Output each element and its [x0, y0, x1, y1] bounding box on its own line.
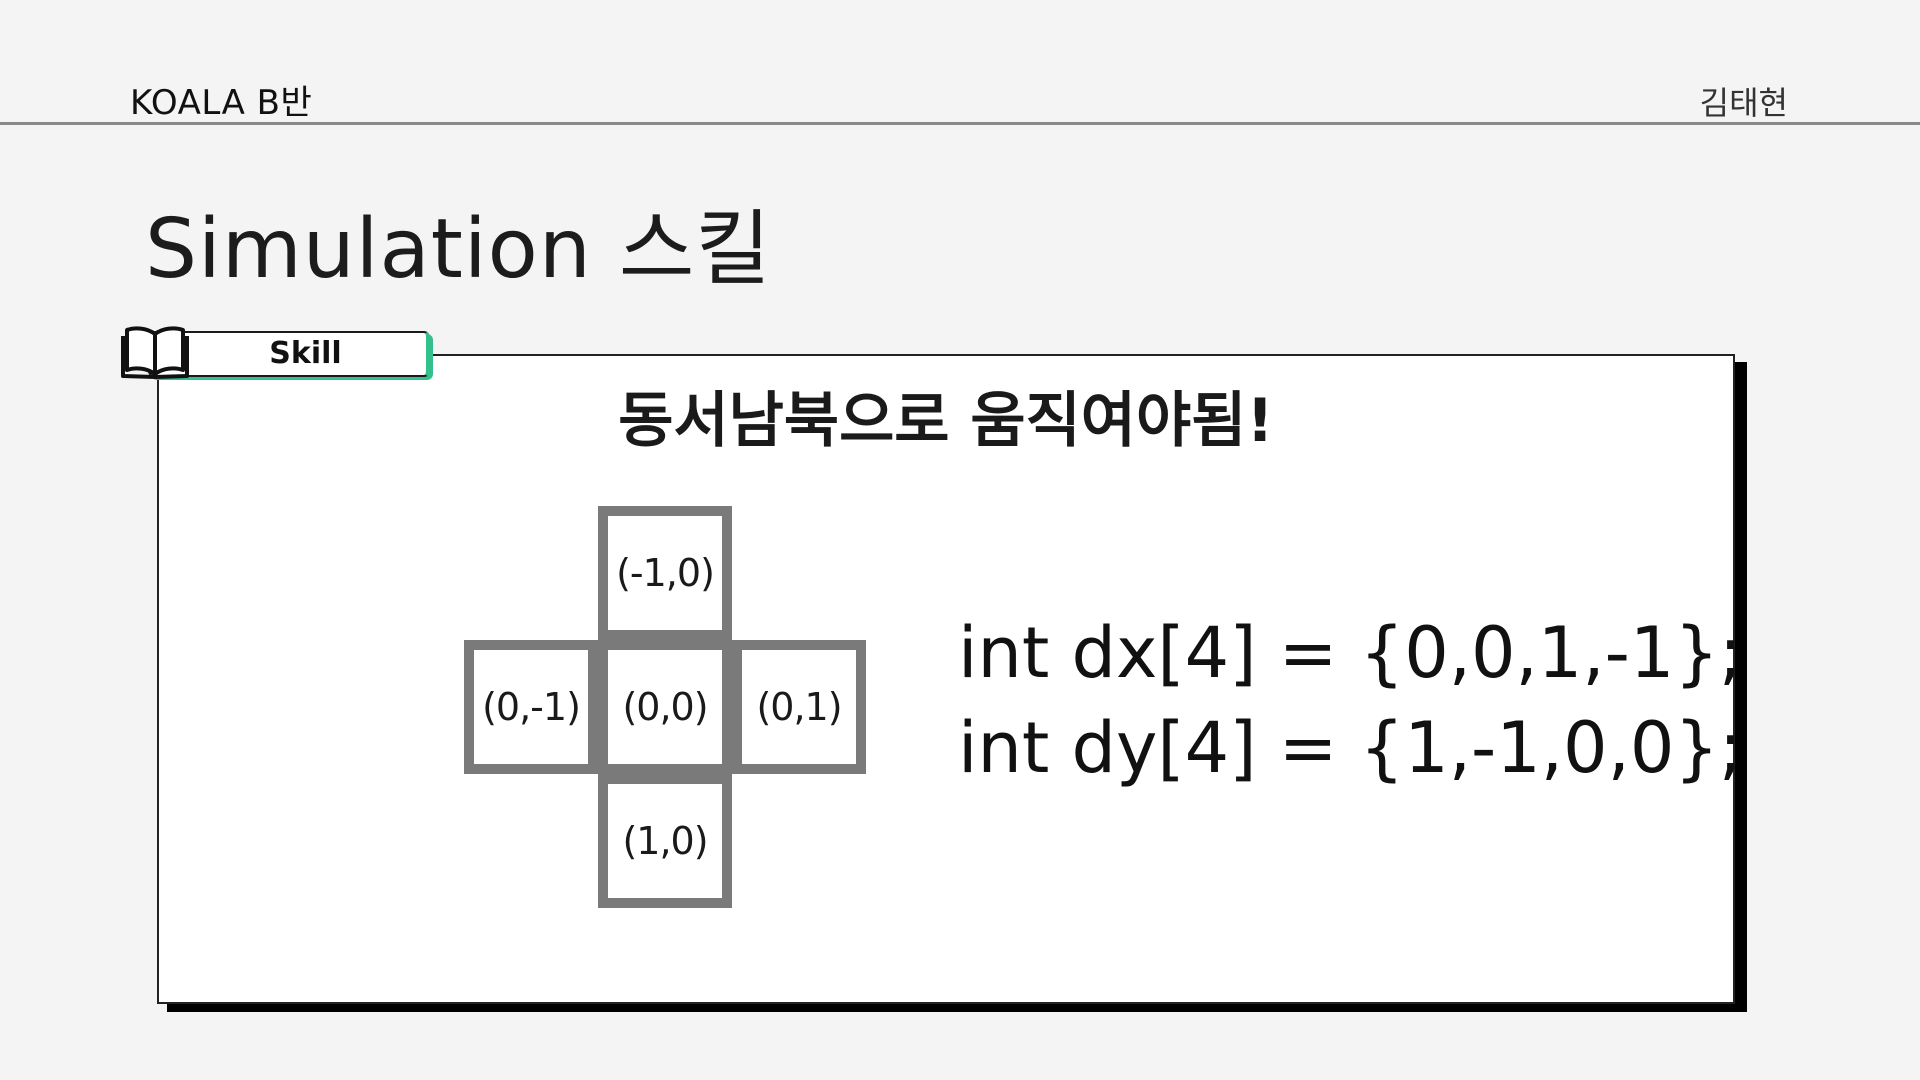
code-line-dy: int dy[4] = {1,-1,0,0}; [958, 707, 1743, 789]
grid-cell-left: (0,-1) [464, 640, 598, 774]
grid-cell-center: (0,0) [598, 640, 732, 774]
book-icon [121, 326, 189, 379]
header-org: KOALA B반 [130, 83, 313, 123]
code-line-dx: int dx[4] = {0,0,1,-1}; [958, 612, 1743, 694]
skill-tab [148, 331, 430, 377]
skill-tab-label: Skill [269, 336, 342, 371]
grid-cell-up: (-1,0) [598, 506, 732, 640]
grid-cell-down: (1,0) [598, 774, 732, 908]
header-divider [0, 122, 1920, 125]
grid-cell-right: (0,1) [732, 640, 866, 774]
slide-title: Simulation 스킬 [145, 202, 772, 297]
card-heading: 동서남북으로 움직여야됨! [618, 386, 1274, 456]
skill-card [157, 354, 1735, 1004]
header-author: 김태현 [1699, 84, 1788, 122]
